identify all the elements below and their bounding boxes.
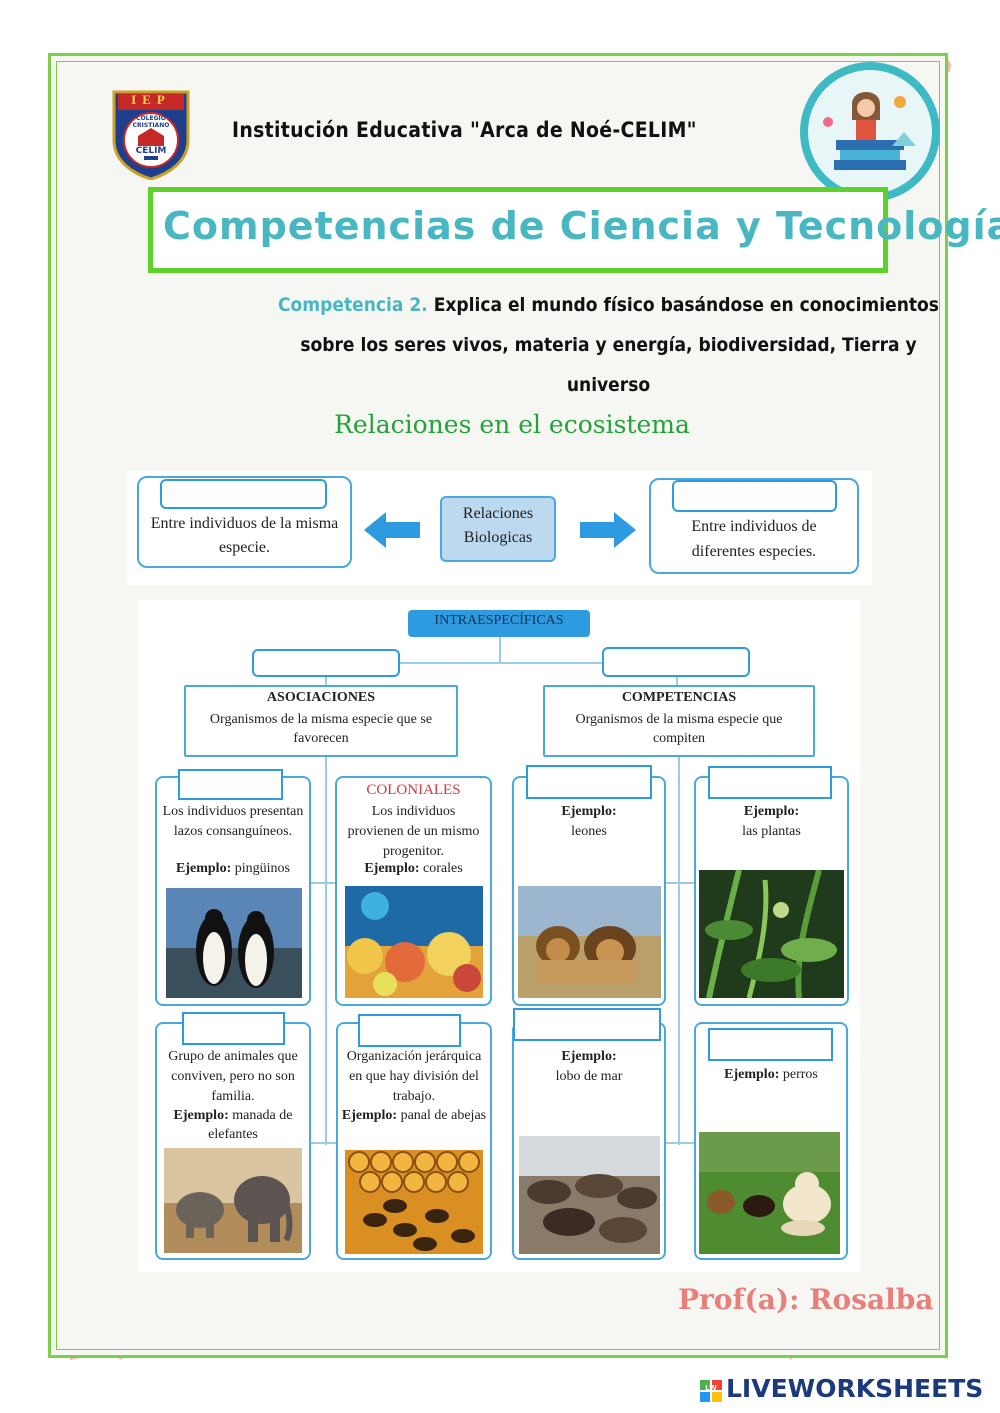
relations-center-text: Relaciones Biologicas	[462, 505, 534, 546]
liveworksheets-brand[interactable]: LIVEWORKSHEETS	[726, 1374, 984, 1403]
study-illustration	[800, 62, 940, 202]
photo-dogs	[699, 1132, 840, 1254]
example-value: las plantas	[742, 824, 801, 839]
root-label-box	[408, 610, 590, 637]
card-1-text: Los individuos presentan lazos consanguí…	[162, 804, 304, 839]
competencias-title: COMPETENCIAS	[621, 690, 737, 705]
answer-blank-intraspecific[interactable]	[160, 479, 327, 509]
photo-elephants	[164, 1148, 302, 1253]
asociaciones-desc: Organismos de la misma especie que se fa…	[209, 712, 433, 746]
example-label: Ejemplo:	[176, 861, 232, 876]
example-label: Ejemplo:	[561, 804, 617, 819]
photo-sealions	[519, 1136, 660, 1254]
example-label: Ejemplo:	[743, 804, 800, 819]
card-5-example: Ejemplo: manada de elefantes	[160, 1106, 306, 1144]
arrow-left-icon	[364, 512, 420, 548]
connector	[325, 755, 327, 1145]
connector	[499, 636, 501, 663]
school-name: Institución Educativa "Arca de Noé-CELIM…	[232, 118, 697, 142]
example-label: Ejemplo:	[173, 1108, 229, 1123]
example-label: Ejemplo:	[341, 1108, 398, 1123]
relation-left-text: Entre individuos de la misma especie.	[150, 515, 339, 556]
answer-blank-card-1[interactable]	[178, 769, 283, 800]
logo-badge-text: LW	[705, 1384, 717, 1392]
teacher-name: Prof(a): Rosalba	[678, 1283, 934, 1316]
answer-blank-card-7[interactable]	[513, 1008, 661, 1041]
photo-penguins	[166, 888, 302, 998]
card-4-example: Ejemplo: las plantas	[694, 802, 849, 842]
connector	[678, 755, 680, 1145]
card-2-example: Ejemplo: corales	[338, 861, 489, 877]
connector	[325, 662, 677, 664]
card-3-example: Ejemplo: leones	[512, 802, 666, 842]
competencias-box	[543, 685, 815, 757]
answer-blank-branch-left[interactable]	[252, 649, 400, 677]
answer-blank-interspecific[interactable]	[672, 480, 837, 512]
example-value: corales	[423, 861, 463, 876]
relations-center-box	[440, 496, 556, 562]
competencias-desc: Organismos de la misma especie que compi…	[575, 712, 783, 746]
connector	[310, 1142, 338, 1144]
card-2-heading: COLONIALES	[366, 782, 461, 798]
card-7-example: Ejemplo: lobo de mar	[512, 1047, 666, 1087]
liveworksheets-logo-icon: LW	[700, 1380, 722, 1402]
arrow-right-icon	[580, 512, 636, 548]
asociaciones-title: ASOCIACIONES	[266, 690, 376, 705]
answer-blank-card-8[interactable]	[708, 1028, 833, 1061]
asociaciones-box	[184, 685, 458, 757]
competence-label: Competencia 2.	[278, 294, 428, 316]
example-value: perros	[782, 1067, 818, 1082]
root-label: INTRAESPECÍFICAS	[434, 613, 564, 628]
page-title: Competencias de Ciencia y Tecnología	[163, 204, 1000, 248]
photo-coral	[345, 886, 483, 998]
connector	[665, 882, 695, 884]
answer-blank-card-5[interactable]	[182, 1012, 285, 1045]
example-value: manada de elefantes	[208, 1108, 293, 1142]
logo-letters: IEP	[131, 92, 171, 107]
title-box	[148, 187, 888, 273]
card-1-example: Ejemplo: pingüinos	[158, 861, 308, 877]
example-value: pingüinos	[234, 861, 290, 876]
connector	[310, 882, 338, 884]
example-value: lobo de mar	[555, 1069, 623, 1084]
example-value: leones	[571, 824, 607, 839]
logo-name: CELIM	[135, 146, 167, 156]
photo-plants	[699, 870, 844, 998]
card-6-text: Organización jerárquica en que hay divis…	[346, 1049, 482, 1104]
example-value: panal de abejas	[400, 1108, 487, 1123]
card-5-text: Grupo de animales que conviven, pero no …	[168, 1049, 298, 1104]
card-6-example: Ejemplo: panal de abejas	[340, 1106, 488, 1125]
answer-blank-branch-right[interactable]	[602, 647, 750, 677]
card-8-example: Ejemplo: perros	[694, 1067, 848, 1083]
page-frame-inner	[56, 61, 940, 1350]
answer-blank-card-6[interactable]	[358, 1014, 461, 1047]
connector	[665, 1142, 695, 1144]
competence-text: Explica el mundo físico basándose en con…	[300, 294, 939, 396]
example-label: Ejemplo:	[561, 1049, 617, 1064]
photo-bees	[345, 1150, 483, 1254]
logo-ring-text: COLEGIO CRISTIANO	[132, 115, 170, 129]
photo-lions	[518, 886, 661, 998]
competence-statement: Competencia 2. Explica el mundo físico b…	[276, 285, 941, 405]
answer-blank-card-4[interactable]	[708, 766, 832, 799]
section-title: Relaciones en el ecosistema	[334, 410, 690, 439]
card-2-text: Los individuos provienen de un mismo pro…	[347, 804, 480, 859]
example-label: Ejemplo:	[364, 861, 420, 876]
relation-right-text: Entre individuos de diferentes especies.	[691, 518, 817, 560]
example-label: Ejemplo:	[724, 1067, 780, 1082]
answer-blank-card-3[interactable]	[526, 765, 652, 799]
school-logo: IEP COLEGIO CRISTIANO CELIM	[108, 84, 194, 181]
